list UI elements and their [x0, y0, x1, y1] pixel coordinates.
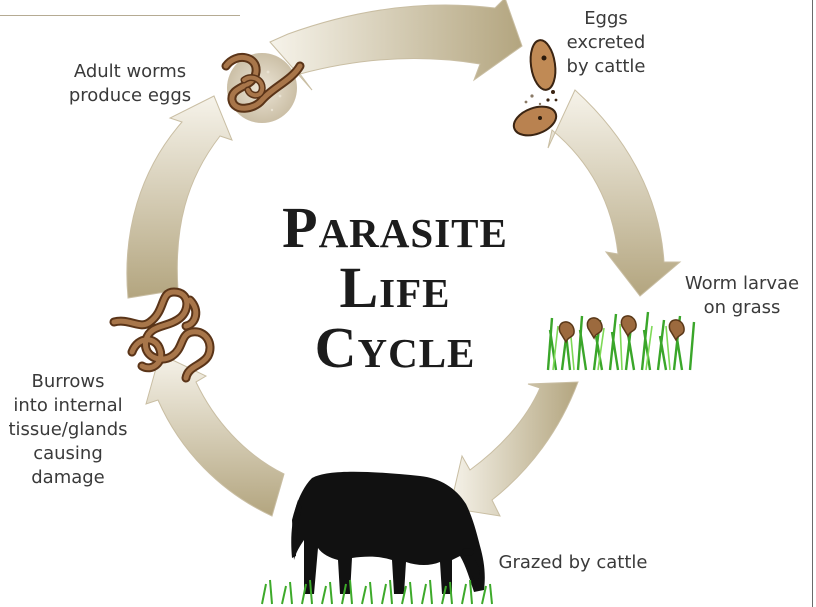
label-adult-worms-line-1: Adult worms [60, 60, 200, 84]
title-line-1: Parasite [230, 198, 560, 258]
cycle-arrow-top [270, 0, 522, 90]
label-eggs-excreted: Eggs excreted by cattle [545, 7, 667, 79]
cycle-arrow-left-upper [127, 96, 232, 298]
label-adult-worms-line-2: produce eggs [60, 84, 200, 108]
label-burrows: Burrows into internal tissue/glands caus… [4, 370, 132, 490]
page-title: Parasite Life Cycle [230, 198, 560, 378]
label-eggs-excreted-line-1: Eggs excreted [545, 7, 667, 55]
label-burrows-line-3: tissue/glands [4, 418, 132, 442]
label-grazed-by-cattle: Grazed by cattle [496, 551, 650, 575]
label-worm-larvae: Worm larvae on grass [680, 272, 804, 320]
label-worm-larvae-line-2: on grass [680, 296, 804, 320]
label-burrows-line-2: into internal [4, 394, 132, 418]
label-grazed-line-1: Grazed by cattle [496, 551, 650, 575]
cycle-arrow-right-lower [450, 382, 578, 516]
larvae-on-grass-icon [548, 312, 694, 370]
label-burrows-line-4: causing [4, 442, 132, 466]
label-worm-larvae-line-1: Worm larvae [680, 272, 804, 296]
title-line-3: Cycle [230, 318, 560, 378]
title-line-2: Life [230, 258, 560, 318]
label-eggs-excreted-line-2: by cattle [545, 55, 667, 79]
label-adult-worms: Adult worms produce eggs [60, 60, 200, 108]
label-burrows-line-5: damage [4, 466, 132, 490]
cycle-arrow-left-lower [146, 354, 284, 516]
cycle-arrow-right-upper [548, 90, 680, 296]
label-burrows-line-1: Burrows [4, 370, 132, 394]
